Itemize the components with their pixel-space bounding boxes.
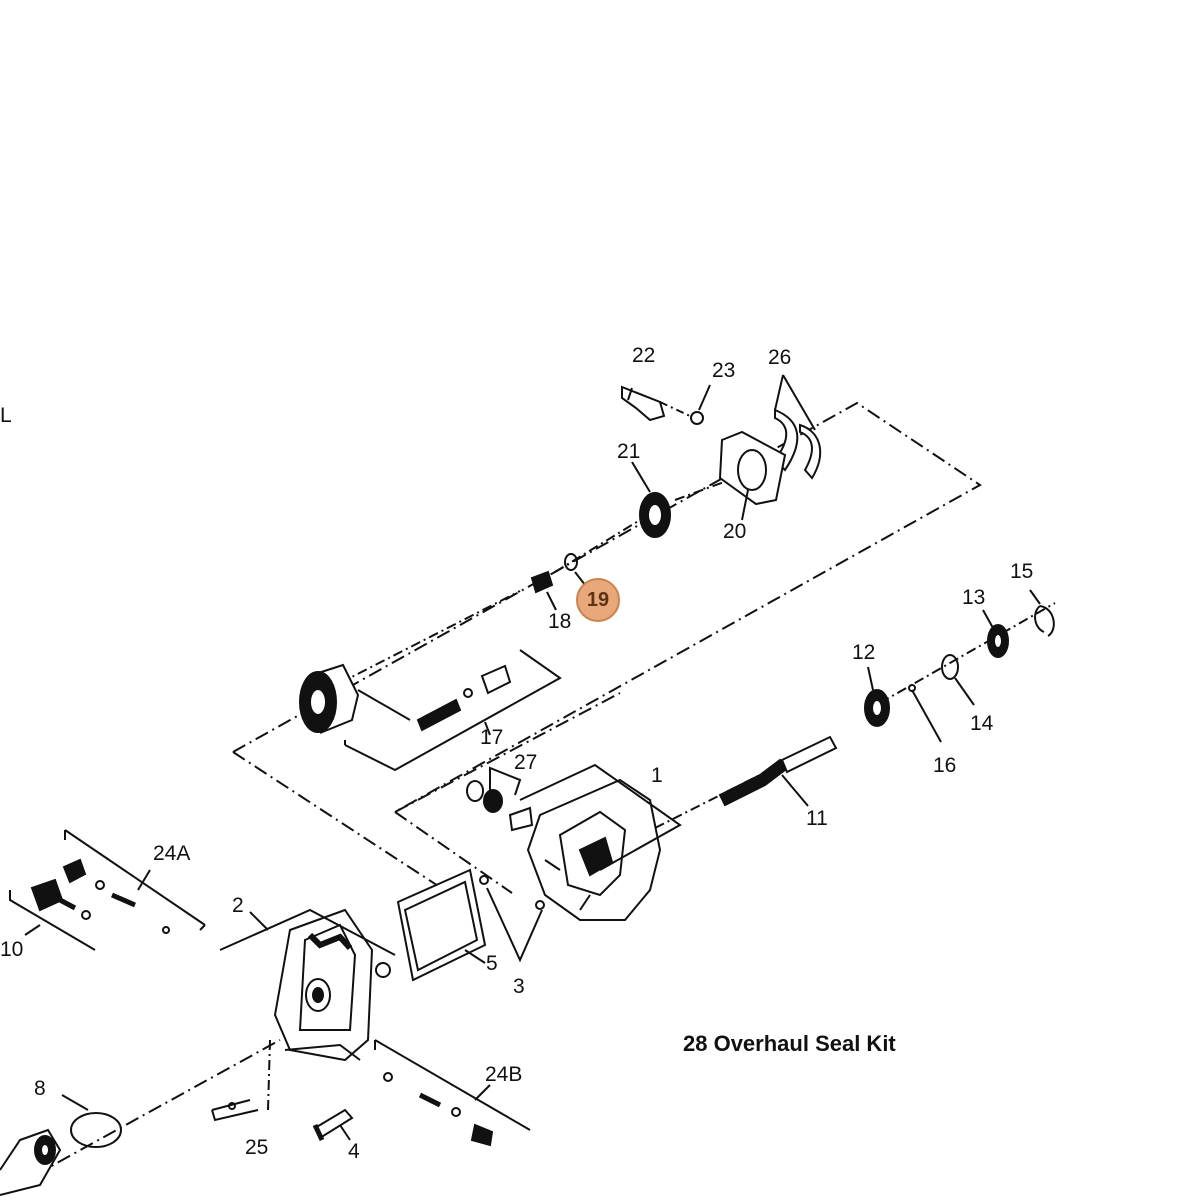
part-label-13: 13	[962, 586, 986, 609]
part-12-bearing	[864, 666, 890, 727]
part-label-1: 1	[651, 764, 663, 787]
part-8-cover	[61, 1094, 122, 1148]
part-24B-valve	[374, 1039, 531, 1147]
part-label-2: 2	[232, 894, 244, 917]
part-3-pins	[479, 875, 545, 963]
part-27-plug	[466, 766, 534, 832]
part-label-24B: 24B	[485, 1063, 523, 1086]
part-label-25: 25	[245, 1136, 269, 1159]
part-label-23: 23	[712, 359, 736, 382]
part-22-handle	[621, 385, 691, 422]
part-label-27: 27	[514, 751, 538, 774]
part-label-22: 22	[632, 344, 656, 367]
part-label-10: 10	[0, 938, 24, 961]
part-label-26: 26	[768, 346, 792, 369]
part-25-plug	[211, 1099, 259, 1122]
part-5-gasket	[396, 868, 487, 982]
part-4-bolt	[312, 1108, 354, 1142]
part-23-nut	[690, 384, 711, 425]
part-10-valve	[9, 878, 96, 951]
right-axis-line	[654, 602, 1056, 829]
part-label-12: 12	[852, 641, 876, 664]
part-1-main-housing	[519, 763, 682, 921]
part-11-shaft	[718, 735, 838, 807]
part-18-spring	[530, 570, 557, 611]
part-label-8: 8	[34, 1077, 46, 1100]
edge-fragment-label: L	[0, 404, 12, 427]
part-label-11: 11	[806, 807, 828, 830]
part-13-bearing	[982, 609, 1009, 658]
part-label-4: 4	[348, 1140, 360, 1163]
part-7-fitting	[0, 1128, 62, 1196]
part-label-16: 16	[933, 754, 957, 777]
overhaul-seal-kit-title: 28 Overhaul Seal Kit	[683, 1031, 896, 1056]
upper-axis-line	[339, 477, 736, 684]
part-14-ring	[941, 654, 975, 706]
housing-assembly-frame	[394, 692, 621, 894]
part-label-3: 3	[513, 975, 525, 998]
highlighted-part-19-marker[interactable]: 19	[576, 578, 620, 622]
part-24A-valve	[62, 829, 206, 934]
part-15-snap-ring	[1029, 589, 1055, 637]
lower-centerline	[232, 751, 476, 911]
part-label-21: 21	[617, 440, 641, 463]
part-label-24A: 24A	[153, 842, 191, 865]
part-20-cap	[718, 430, 787, 521]
bottom-centerline	[34, 1039, 281, 1176]
part-label-18: 18	[548, 610, 572, 633]
highlighted-part-number: 19	[586, 588, 610, 611]
part-label-15: 15	[1010, 560, 1034, 583]
part-label-20: 20	[723, 520, 747, 543]
part-16-key	[908, 684, 942, 743]
part-2-end-cap	[219, 908, 396, 1062]
bottom-center-line-2	[267, 1039, 271, 1111]
pulley	[299, 663, 360, 734]
part-label-5: 5	[486, 952, 498, 975]
part-21-bearing	[631, 461, 671, 538]
part-17-valve-kit	[344, 649, 562, 772]
part-label-14: 14	[970, 712, 994, 735]
part-label-17: 17	[480, 726, 504, 749]
